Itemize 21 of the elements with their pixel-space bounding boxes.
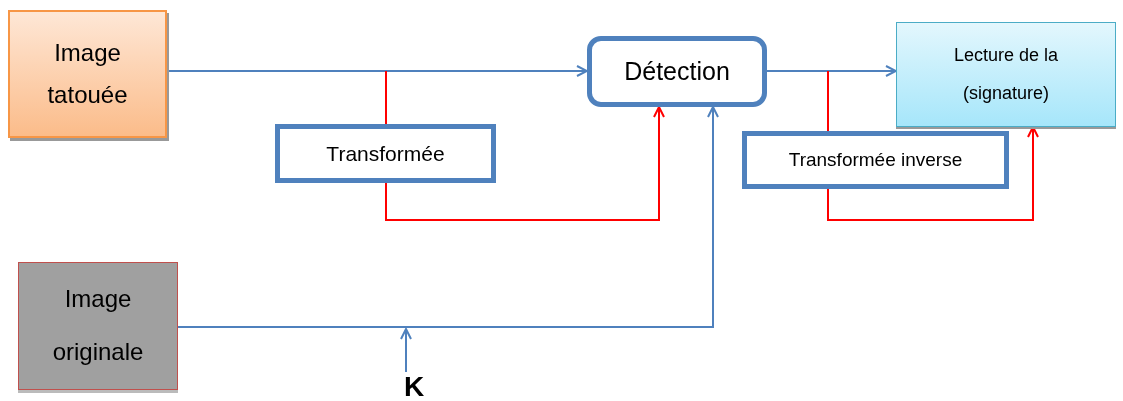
node-text: Image tatouée bbox=[46, 38, 129, 110]
node-text: Image originale bbox=[51, 284, 145, 367]
arrow bbox=[385, 106, 665, 221]
process-box bbox=[275, 124, 496, 183]
arrow bbox=[400, 328, 412, 373]
arrow bbox=[766, 65, 897, 77]
node-text: Lecture de la (signature) bbox=[952, 43, 1060, 105]
connector-line bbox=[827, 70, 829, 132]
arrow bbox=[166, 65, 588, 77]
arrow bbox=[827, 126, 1039, 221]
process-box bbox=[587, 36, 767, 107]
node-text: Transformée bbox=[326, 141, 445, 166]
node-text: K bbox=[403, 370, 425, 401]
input-box bbox=[18, 262, 178, 390]
output-box bbox=[896, 22, 1116, 127]
arrow bbox=[177, 106, 719, 328]
connector-line bbox=[385, 70, 387, 125]
node-text: Transformée inverse bbox=[788, 149, 963, 171]
process-box bbox=[742, 131, 1009, 189]
input-box bbox=[8, 10, 167, 138]
node-text: Détection bbox=[624, 57, 730, 86]
